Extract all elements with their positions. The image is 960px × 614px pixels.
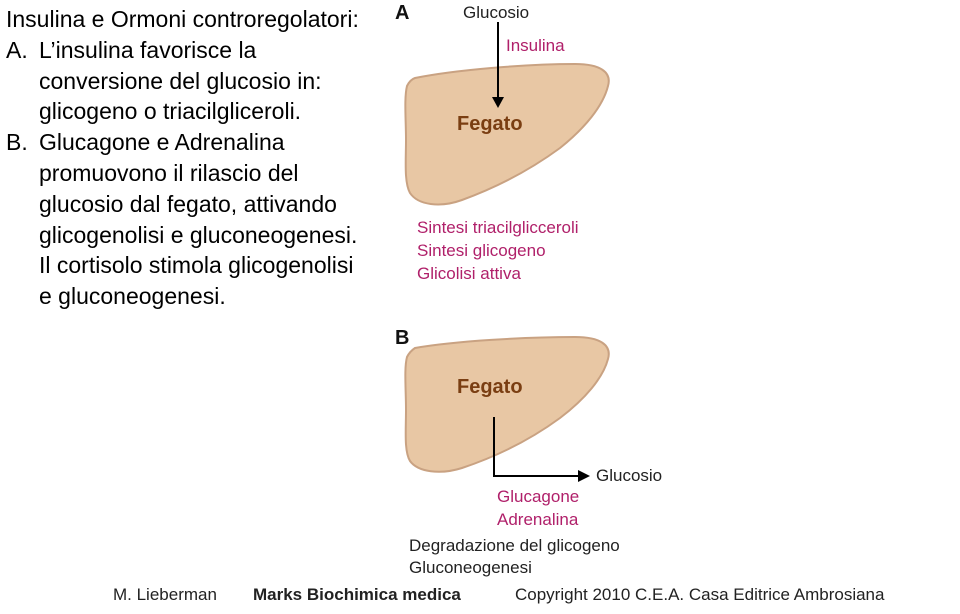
panel-b-label: B <box>395 327 410 349</box>
panel-a-insulin: Insulina <box>506 36 565 55</box>
panel-a-outcome-3: Glicolisi attiva <box>417 264 521 283</box>
footer-book-title: Marks Biochimica medica <box>253 585 461 604</box>
liver-b-shape <box>404 335 610 473</box>
slide-text: Insulina e Ormoni controregolatori: A. L’… <box>6 4 406 312</box>
point-a-line-1: A. L’insulina favorisce la <box>6 35 406 66</box>
point-b-line-6: e gluconeogenesi. <box>39 283 226 310</box>
panel-b-outcome-1: Degradazione del glicogeno <box>409 536 620 555</box>
panel-b-glucose: Glucosio <box>596 466 663 485</box>
point-b-line-1: B. Glucagone e Adrenalina <box>6 127 406 158</box>
point-b-marker: B. <box>6 129 28 156</box>
arrow-a-head <box>492 97 504 108</box>
credit-footer: M. Lieberman Marks Biochimica medica Cop… <box>0 583 960 609</box>
point-a-line-3: glicogeno o triacilgliceroli. <box>39 98 302 125</box>
panel-b-hormone-2: Adrenalina <box>497 510 579 529</box>
panel-a-glucose: Glucosio <box>463 3 530 22</box>
point-a-line-2: conversione del glucosio in: <box>39 67 322 94</box>
point-b-line-5: Il cortisolo stimola glicogenolisi <box>39 252 354 279</box>
point-b-line-2: promuovono il rilascio del <box>39 159 299 186</box>
panel-a-outcome-1: Sintesi triacilglicceroli <box>417 218 579 237</box>
liver-a-shape <box>404 62 610 206</box>
panel-b-liver-label: Fegato <box>457 376 523 398</box>
point-a-marker: A. <box>6 36 28 63</box>
slide-title: Insulina e Ormoni controregolatori: <box>6 6 359 32</box>
panel-b-outcome-2: Gluconeogenesi <box>409 558 532 577</box>
arrow-b-line <box>493 417 580 477</box>
panel-a-liver-label: Fegato <box>457 113 523 135</box>
arrow-b-head <box>578 470 590 482</box>
point-b-text-1: Glucagone e Adrenalina <box>39 129 285 156</box>
point-b-line-3: glucosio dal fegato, attivando <box>39 190 337 217</box>
point-a-text-1: L’insulina favorisce la <box>39 36 257 63</box>
panel-a-outcome-2: Sintesi glicogeno <box>417 241 546 260</box>
panel-b-hormone-1: Glucagone <box>497 487 580 506</box>
point-b-line-4: glicogenolisi e gluconeogenesi. <box>39 221 358 248</box>
footer-copyright: Copyright 2010 C.E.A. Casa Editrice Ambr… <box>515 585 885 604</box>
footer-author: M. Lieberman <box>113 585 217 604</box>
panel-a-label: A <box>395 2 410 24</box>
